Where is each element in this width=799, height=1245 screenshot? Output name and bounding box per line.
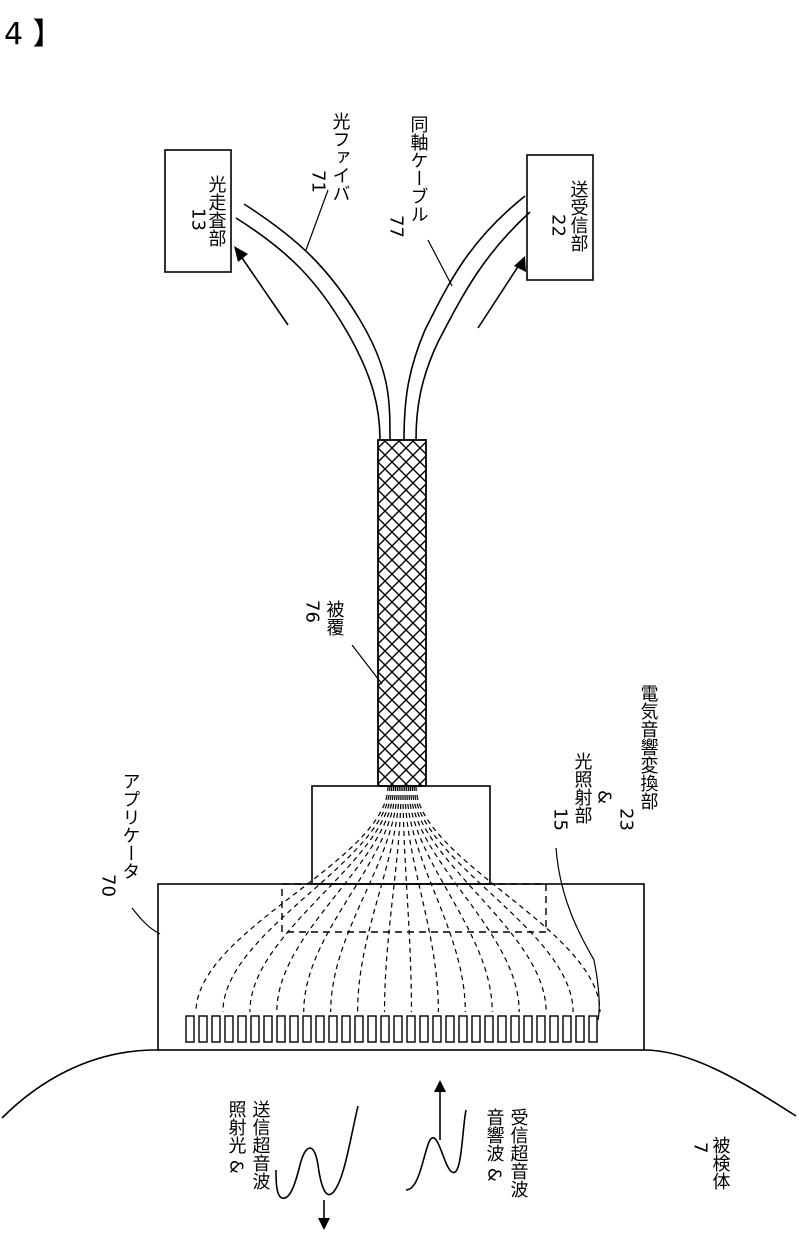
light-irradiation-num: 15 — [550, 808, 571, 831]
coating-label: 被覆 — [324, 600, 345, 636]
transducer-element — [446, 1016, 454, 1042]
transducer-element — [459, 1016, 467, 1042]
irradiation-wave-line2: 送信超音波 — [250, 1100, 271, 1190]
transducer-element — [329, 1016, 337, 1042]
transducer-element — [420, 1016, 428, 1042]
fiber-strand — [196, 786, 388, 1012]
optical-fiber-leader — [306, 190, 328, 250]
irradiation-arrow-head — [318, 1218, 330, 1230]
transducer-element — [368, 1016, 376, 1042]
coax-cable — [404, 196, 525, 440]
fiber-strand — [409, 786, 493, 1012]
transducer-element — [407, 1016, 415, 1042]
applicator-label: アプリケータ — [120, 772, 141, 880]
transducer-element — [433, 1016, 441, 1042]
transducer-element — [238, 1016, 246, 1042]
transducer-element — [472, 1016, 480, 1042]
transducer-num: 23 — [616, 808, 637, 831]
transducer-element — [225, 1016, 233, 1042]
subject-surface — [2, 1050, 796, 1118]
transducer-label: 電気音響変換部 — [638, 684, 659, 810]
optical-fiber-edge — [236, 218, 380, 440]
fiber-strand — [250, 786, 392, 1012]
coax-cable-leader — [428, 240, 452, 286]
applicator-neck — [312, 786, 490, 884]
transducer-element — [563, 1016, 571, 1042]
acoustic-wave — [406, 1110, 466, 1190]
transducer-element — [550, 1016, 558, 1042]
fiber-fanout — [196, 786, 600, 1012]
transducer-element — [485, 1016, 493, 1042]
fiber-strand — [331, 786, 398, 1012]
light-irradiation-leader — [556, 848, 599, 1020]
transducer-element — [277, 1016, 285, 1042]
transducer-element — [537, 1016, 545, 1042]
transducer-element — [524, 1016, 532, 1042]
fiber-strand — [407, 786, 466, 1012]
coated-bundle — [378, 440, 426, 786]
coax-cable-edge — [416, 212, 530, 440]
coax-cable-label: 同軸ケーブル — [408, 115, 429, 223]
transducer-element — [576, 1016, 584, 1042]
acoustic-wave-line2: 受信超音波 — [508, 1108, 529, 1198]
fiber-strand — [405, 786, 439, 1012]
arrow-to-transceiver — [478, 262, 521, 328]
ampersand-label: & — [594, 790, 615, 804]
transducer-element — [342, 1016, 350, 1042]
subject-label: 被検体 — [710, 1136, 731, 1190]
fiber-strand — [410, 786, 519, 1012]
transducer-element — [199, 1016, 207, 1042]
fiber-strand — [412, 786, 546, 1012]
transducer-element — [381, 1016, 389, 1042]
applicator-num: 70 — [98, 874, 119, 897]
fiber-strand — [223, 786, 390, 1012]
subject-num: 7 — [690, 1142, 711, 1153]
figure-number: 4 】 — [4, 17, 63, 52]
transducer-element — [303, 1016, 311, 1042]
applicator-leader — [132, 908, 160, 934]
fiber-strand — [385, 786, 402, 1012]
coating-num: 76 — [302, 600, 323, 623]
irradiation-wave-line1: 照射光 & — [226, 1100, 247, 1174]
optical-fiber-num: 71 — [308, 170, 329, 193]
acoustic-wave-line1: 音響波 & — [484, 1108, 505, 1182]
transducer-element — [264, 1016, 272, 1042]
transducer-element — [511, 1016, 519, 1042]
fiber-strand — [358, 786, 400, 1012]
acoustic-arrow-head — [434, 1080, 446, 1092]
transducer-element — [498, 1016, 506, 1042]
transducer-element — [290, 1016, 298, 1042]
transducer-element — [186, 1016, 194, 1042]
transducer-element — [251, 1016, 259, 1042]
light-irradiation-label: 光照射部 — [572, 752, 593, 824]
transducer-element — [355, 1016, 363, 1042]
optical-scanner-label: 光走査部 — [206, 175, 227, 247]
arrow-to-scanner-head — [234, 246, 248, 262]
transducer-element — [589, 1016, 597, 1042]
transceiver-num: 22 — [548, 214, 569, 237]
arrow-to-scanner — [238, 252, 288, 325]
transceiver-label: 送受信部 — [568, 180, 589, 252]
optical-fiber-label: 光ファイバ — [330, 112, 351, 202]
transducer-element — [212, 1016, 220, 1042]
irradiation-wave — [276, 1106, 358, 1198]
coax-cable-num: 77 — [386, 215, 407, 238]
fiber-strand — [403, 786, 412, 1012]
transducer-element — [394, 1016, 402, 1042]
transducer-element — [316, 1016, 324, 1042]
transducer-array — [186, 1016, 597, 1042]
